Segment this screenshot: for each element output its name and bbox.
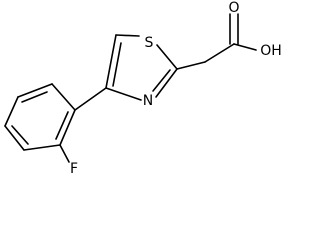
bond-c5-s1 (115, 34, 140, 37)
fluorine-atom-label: F (70, 161, 78, 176)
bond-ch2-carboxyl (204, 43, 235, 63)
fluorophenyl-ring (4, 83, 76, 151)
acetic-acid-chain (176, 13, 257, 70)
carbonyl-oxygen-label: O (228, 0, 239, 16)
bond-ring-2 (17, 83, 53, 98)
bond-s1-c2 (156, 44, 178, 70)
hydroxyl-group-label: OH (260, 43, 282, 59)
bond-c2-ch2 (176, 61, 206, 70)
bond-c2-n3-inner (152, 69, 171, 92)
bond-ring-inner-3 (55, 111, 69, 140)
bond-c4-c5 (105, 34, 117, 89)
sulfur-atom-label: S (145, 35, 154, 51)
bond-ring-inner-1 (21, 91, 48, 103)
nitrogen-atom-label: N (143, 93, 153, 109)
bond-ring-inner-2 (11, 125, 29, 145)
chemical-structure-diagram: S N F O OH (4, 0, 282, 176)
bond-ring-5 (23, 144, 61, 151)
bond-carbon-fluorine (59, 144, 70, 163)
bond-ring-6 (59, 109, 76, 146)
thiazole-ring (105, 34, 178, 101)
bond-n3-c4 (105, 87, 142, 101)
bond-c4-c5-inner (112, 42, 122, 87)
bond-ring-1 (51, 83, 76, 111)
bond-ring-3 (4, 96, 19, 127)
bond-c2-n3 (155, 68, 178, 98)
bond-ring-4 (4, 125, 25, 151)
bond-carboxyl-hydroxyl (233, 43, 257, 51)
bond-phenyl-thiazole (74, 87, 107, 111)
